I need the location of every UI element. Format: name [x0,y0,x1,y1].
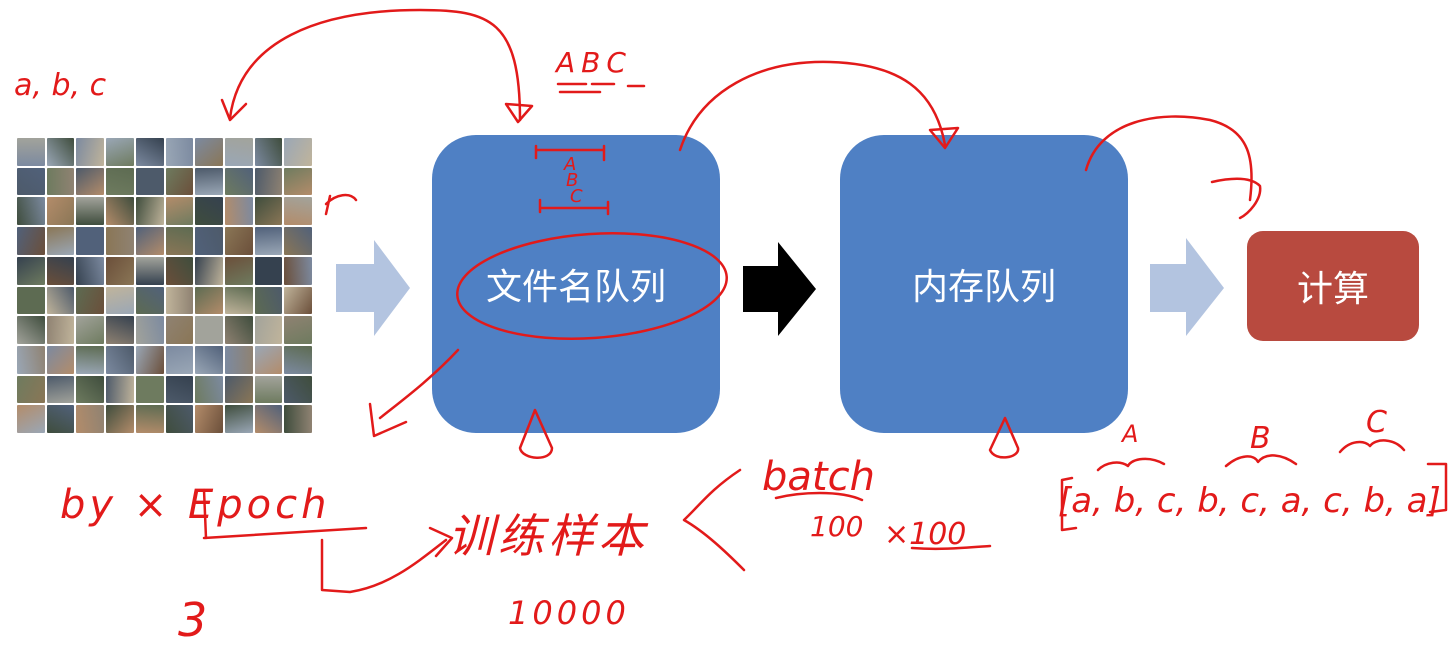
loop-arrow-top [230,10,520,120]
training-samples: 训练样本 [448,509,649,563]
batch-times: ×100 [884,517,966,552]
group-brace-a [1098,459,1164,470]
batch-size: 100 [810,510,863,543]
box-letter-c: C [570,186,583,207]
loop-arrow-right [1086,117,1252,200]
top-letters: ABC [554,46,632,79]
epoch-underline [204,528,366,538]
flow-arrow-3 [1150,238,1224,336]
flow-arrow-1 [336,240,410,336]
batch-word: batch [762,454,875,500]
group-label-c: C [1366,405,1387,440]
small-arrow-gridside [370,350,458,436]
loop-arrow-middle [680,62,945,150]
shuffled-sequence: [a, b, c, b, c, a, c, b, a] [1058,481,1441,521]
loop-mark-right [990,418,1018,457]
epoch-to-samples-connector [322,528,452,592]
filename-circle [454,225,731,348]
group-label-a: A [1120,420,1138,448]
group-brace-b [1226,455,1296,466]
group-brace-c [1340,440,1404,452]
loop-arrowhead-right-2 [1212,179,1260,218]
epoch-count: 3 [178,593,207,647]
side-mark-grid [326,195,356,214]
group-label-b: B [1250,421,1271,456]
samples-batch-brace [684,470,744,570]
top-left-letters: a, b, c [14,68,107,103]
loop-mark-left [520,410,552,458]
sample-count: 10000 [508,594,630,632]
epoch-line: by × Epoch [60,482,331,528]
flow-arrow-2 [743,242,816,336]
